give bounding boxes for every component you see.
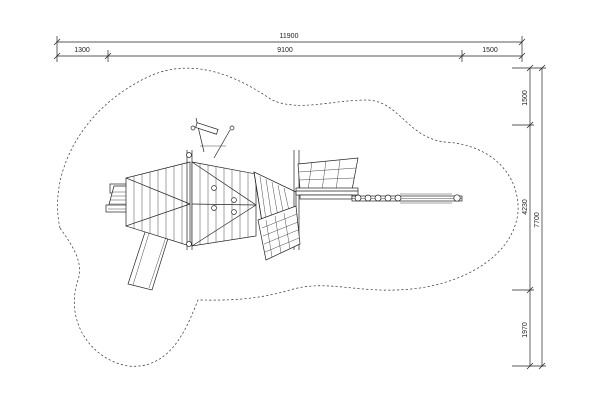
top-dimension-lines — [53, 36, 526, 62]
chain-walk — [351, 193, 463, 204]
dim-right-offset: 1500 — [482, 47, 498, 54]
flag-masts — [190, 117, 235, 159]
left-tower-roof — [125, 150, 193, 250]
dim-left-offset: 1300 — [74, 47, 90, 54]
play-structure — [105, 117, 463, 291]
safety-zone-outline — [57, 67, 519, 367]
beam — [295, 187, 359, 200]
dim-top-offset: 1500 — [522, 90, 529, 106]
dim-total-height: 7700 — [534, 212, 541, 228]
climbing-net — [257, 205, 301, 261]
dim-middle-width: 9100 — [277, 47, 293, 54]
rope-bridge — [191, 161, 257, 247]
right-dimension-lines — [512, 64, 546, 370]
upper-net — [297, 157, 359, 191]
dim-bottom-offset: 1970 — [522, 322, 529, 338]
dim-total-width: 11900 — [280, 33, 299, 40]
dim-middle-height: 4230 — [522, 199, 529, 215]
